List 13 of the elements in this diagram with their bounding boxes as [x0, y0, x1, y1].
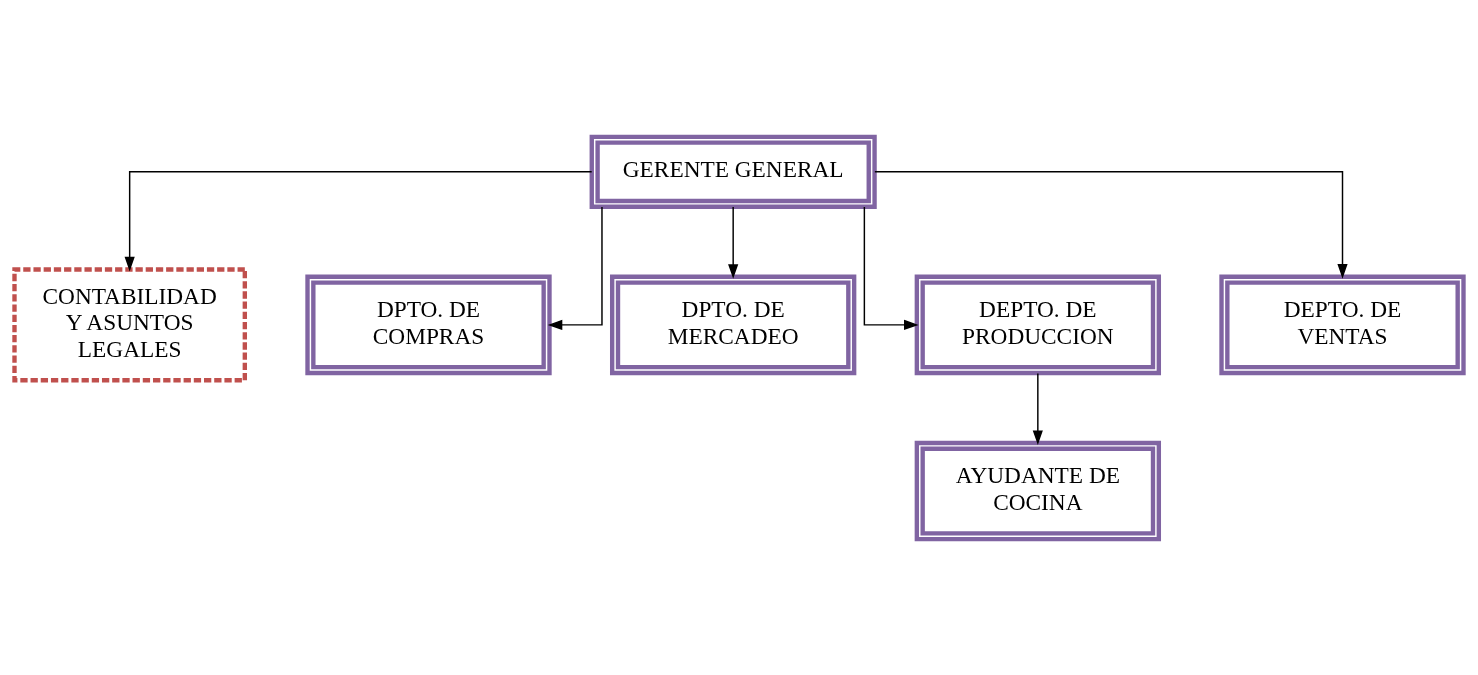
node-box: DEPTO. DE VENTAS	[1219, 274, 1466, 375]
node-box: DPTO. DE COMPRAS	[305, 274, 552, 375]
node-box: AYUDANTE DE COCINA	[914, 440, 1161, 541]
arrow	[547, 205, 603, 330]
arrow	[124, 170, 593, 271]
arrow	[863, 205, 919, 330]
arrow	[874, 170, 1348, 279]
arrow	[728, 205, 739, 279]
node-box: CONTABILIDAD Y ASUNTOS LEGALES	[12, 266, 247, 382]
node-box: DEPTO. DE PRODUCCION	[914, 274, 1161, 375]
arrow	[1032, 372, 1043, 445]
node-box: GERENTE GENERAL	[589, 134, 877, 209]
node-box: DPTO. DE MERCADEO	[610, 274, 857, 375]
